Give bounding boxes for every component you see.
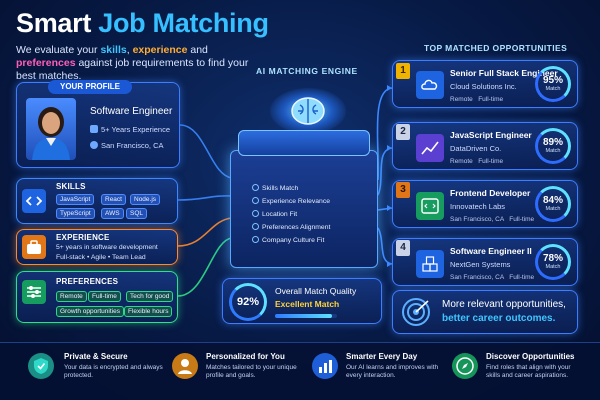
preference-chip: Tech for good bbox=[126, 291, 174, 302]
preference-chip: Growth opportunities bbox=[56, 306, 124, 317]
features-footer bbox=[0, 342, 600, 400]
feature-text: Your data is encrypted and always protec… bbox=[64, 364, 163, 379]
preferences-title: PREFERENCES bbox=[56, 277, 119, 286]
skill-chip: TypeScript bbox=[56, 208, 95, 219]
match-quality-rating: Excellent Match bbox=[275, 299, 340, 309]
code-icon bbox=[22, 189, 46, 213]
engine-item: Preferences Alignment bbox=[252, 223, 330, 231]
shield-check-icon bbox=[28, 353, 54, 379]
sliders-icon bbox=[22, 280, 46, 304]
match-quality-ring: 92% bbox=[229, 283, 267, 321]
match-quality-label: Overall Match Quality bbox=[275, 286, 357, 296]
outcome-line-highlight: better career outcomes. bbox=[442, 313, 556, 324]
rank-badge: 2 bbox=[396, 124, 410, 140]
skills-title: SKILLS bbox=[56, 182, 86, 191]
match-ring: 78%Match bbox=[535, 244, 571, 280]
cloud-code-icon bbox=[416, 71, 444, 99]
job-company: DataDriven Co. bbox=[450, 144, 502, 153]
check-icon bbox=[252, 184, 259, 191]
engine-item: Skills Match bbox=[252, 184, 298, 192]
engine-top bbox=[238, 130, 370, 156]
match-quality-bar bbox=[275, 314, 337, 318]
check-icon bbox=[252, 236, 259, 243]
job-title: Software Engineer II bbox=[450, 246, 532, 256]
bar-chart-icon bbox=[312, 353, 338, 379]
profile-role: Software Engineer bbox=[90, 106, 173, 117]
skill-chip: SQL bbox=[126, 208, 148, 219]
briefcase-icon bbox=[22, 235, 46, 259]
browser-code-icon bbox=[416, 192, 444, 220]
skill-chip: AWS bbox=[101, 208, 124, 219]
feature-text: Matches tailored to your unique profile … bbox=[206, 364, 297, 379]
person-icon bbox=[32, 107, 70, 160]
target-icon bbox=[400, 296, 432, 328]
job-company: Innovatech Labs bbox=[450, 202, 506, 211]
job-title: Senior Full Stack Engineer bbox=[450, 68, 558, 78]
line-chart-icon bbox=[416, 134, 444, 162]
match-ring: 89%Match bbox=[535, 128, 571, 164]
rank-badge: 4 bbox=[396, 240, 410, 256]
page-subtitle: We evaluate your skills, experience and … bbox=[16, 44, 249, 82]
check-icon bbox=[252, 223, 259, 230]
page-title: Smart Job Matching bbox=[16, 8, 269, 38]
feature-title: Private & Secure bbox=[64, 352, 128, 361]
preference-chip: Remote bbox=[56, 291, 87, 302]
engine-label: AI MATCHING ENGINE bbox=[256, 66, 358, 76]
job-title: JavaScript Engineer bbox=[450, 130, 532, 140]
engine-item: Experience Relevance bbox=[252, 197, 330, 205]
feature-title: Personalized for You bbox=[206, 352, 285, 361]
experience-title: EXPERIENCE bbox=[56, 233, 110, 242]
skill-chip: Node.js bbox=[130, 194, 161, 205]
engine-box bbox=[230, 150, 378, 268]
job-meta: San Francisco, CA Full-time bbox=[450, 216, 535, 223]
skill-chip: React bbox=[101, 194, 126, 205]
job-meta: Remote Full-time bbox=[450, 158, 504, 165]
skill-chip: JavaScript bbox=[56, 194, 95, 205]
engine-item: Location Fit bbox=[252, 210, 297, 218]
user-icon bbox=[172, 353, 198, 379]
rank-badge: 3 bbox=[396, 182, 410, 198]
briefcase-icon bbox=[90, 125, 98, 133]
job-title: Frontend Developer bbox=[450, 188, 531, 198]
profile-experience: 5+ Years Experience bbox=[90, 125, 170, 134]
check-icon bbox=[252, 210, 259, 217]
match-quality-bar-fill bbox=[275, 314, 333, 318]
engine-item: Company Culture Fit bbox=[252, 236, 324, 244]
preference-chip: Full-time bbox=[88, 291, 121, 302]
profile-location: San Francisco, CA bbox=[90, 141, 164, 150]
location-pin-icon bbox=[90, 141, 98, 149]
job-company: Cloud Solutions Inc. bbox=[450, 82, 517, 91]
brain-icon bbox=[289, 92, 327, 130]
job-meta: San Francisco, CA Full-time bbox=[450, 274, 535, 281]
feature-title: Discover Opportunities bbox=[486, 352, 575, 361]
rank-badge: 1 bbox=[396, 63, 410, 79]
feature-text: Find roles that align with your skills a… bbox=[486, 364, 571, 379]
profile-tag: YOUR PROFILE bbox=[48, 80, 132, 94]
job-company: NextGen Systems bbox=[450, 260, 511, 269]
feature-title: Smarter Every Day bbox=[346, 352, 418, 361]
preference-chip: Flexible hours bbox=[124, 306, 173, 317]
feature-text: Our AI learns and improves with every in… bbox=[346, 364, 439, 379]
experience-line: Full-stack • Agile • Team Lead bbox=[56, 254, 146, 261]
top-matches-label: TOP MATCHED OPPORTUNITIES bbox=[424, 43, 568, 53]
compass-icon bbox=[452, 353, 478, 379]
cubes-icon bbox=[416, 250, 444, 278]
outcome-line: More relevant opportunities, bbox=[442, 299, 566, 310]
check-icon bbox=[252, 197, 259, 204]
match-ring: 84%Match bbox=[535, 186, 571, 222]
experience-line: 5+ years in software development bbox=[56, 244, 158, 251]
match-ring: 95%Match bbox=[535, 66, 571, 102]
avatar bbox=[26, 98, 76, 160]
job-meta: Remote Full-time bbox=[450, 96, 504, 103]
